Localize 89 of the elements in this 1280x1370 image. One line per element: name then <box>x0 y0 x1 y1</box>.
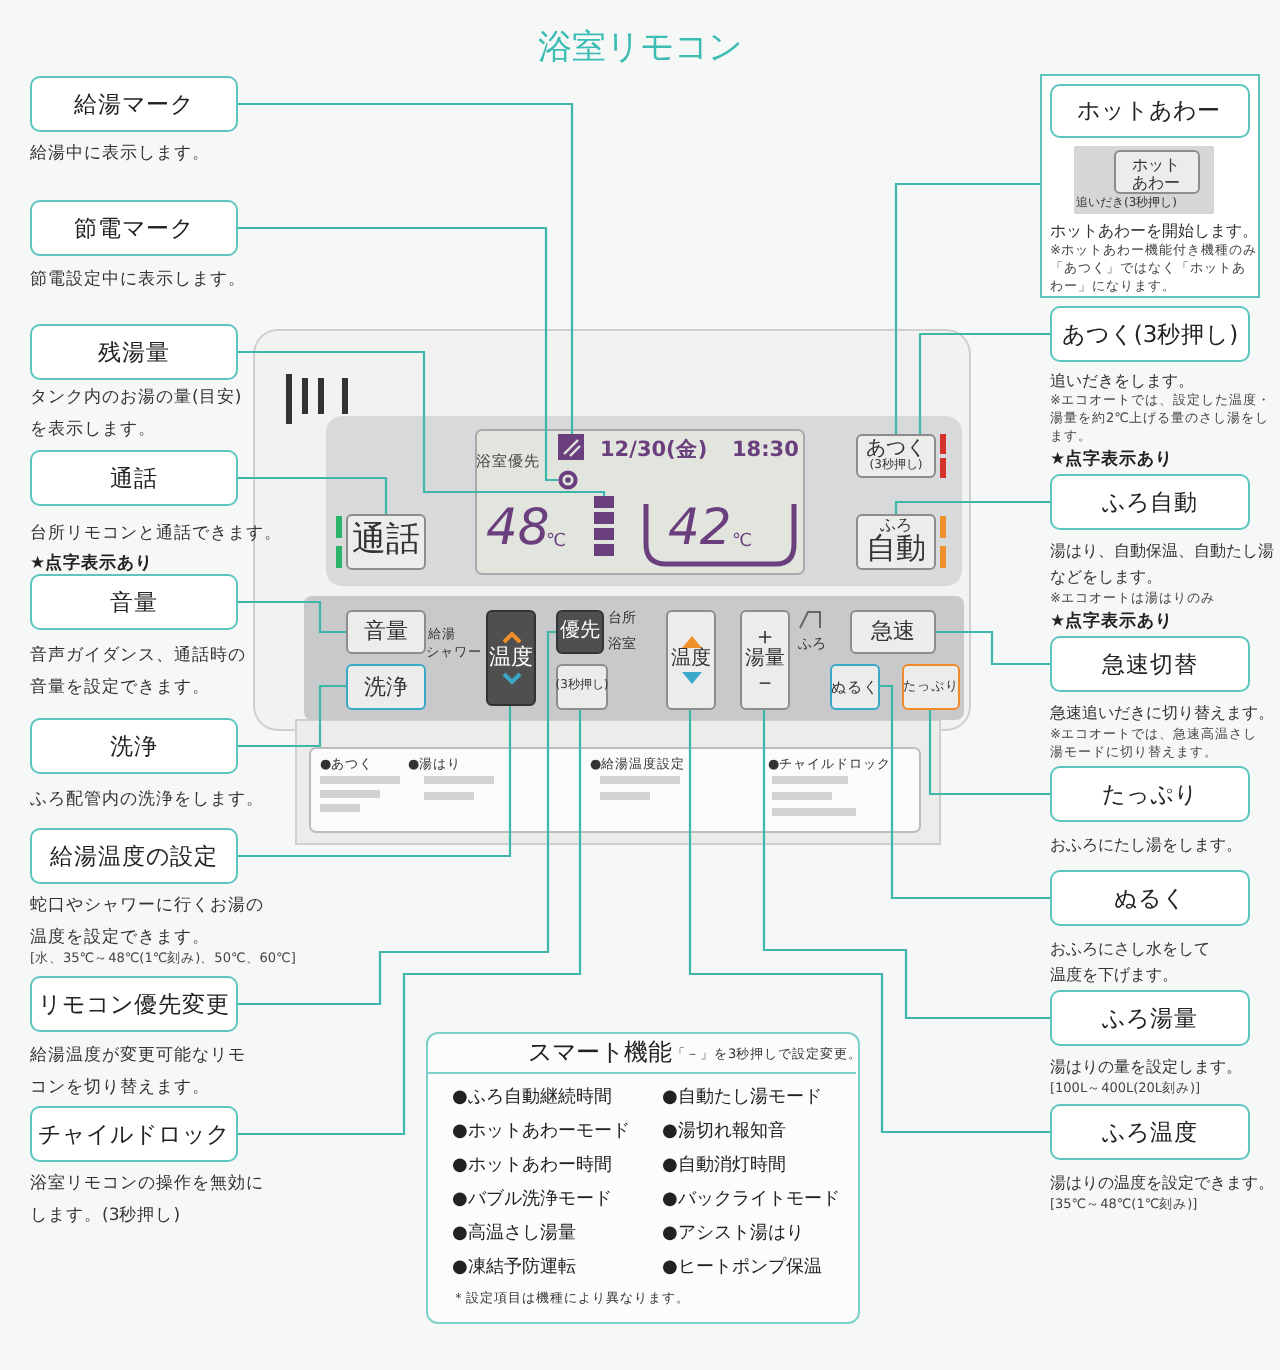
leader-line <box>894 500 1050 514</box>
leader-line <box>238 684 346 748</box>
remote-button: 温度 <box>486 610 536 706</box>
feature-item: ●アシスト湯はり <box>662 1222 804 1248</box>
description-text: 台所リモコンと通話できます。 <box>30 522 284 548</box>
lcd-date: 12/30(金) <box>600 436 708 464</box>
braille-note: ★点字表示あり <box>1050 609 1176 636</box>
feature-item: ●バブル洗浄モード <box>452 1188 612 1214</box>
leader-line <box>238 476 388 514</box>
description-text: 湯はりの量を設定します。 <box>1050 1056 1244 1080</box>
ring-icon <box>558 470 578 490</box>
callout-box: あつく(3秒押し) <box>1050 306 1250 362</box>
braille-note: ★点字表示あり <box>1050 447 1176 474</box>
callout-box: 給湯マーク <box>30 76 238 132</box>
lcd-digits: 48 <box>486 500 550 556</box>
callout-box: 節電マーク <box>30 200 238 256</box>
callout-box: ぬるく <box>1050 870 1250 926</box>
description-text: 給湯中に表示します。 <box>30 142 212 168</box>
button-photo: ホット あわー <box>1113 149 1200 194</box>
remote-button: 温度 <box>666 610 716 710</box>
lcd-unit: ℃ <box>546 532 567 554</box>
callout-box: ふろ温度 <box>1050 1104 1250 1160</box>
callout-box: ホットあわー <box>1049 83 1250 138</box>
callout-box: 音量 <box>30 574 238 630</box>
panel-heading: スマート機能 <box>528 1036 672 1070</box>
feature-item: ●自動たし湯モード <box>662 1086 822 1112</box>
remote-button: 通話 <box>346 514 426 570</box>
feature-item: ●ホットあわー時間 <box>452 1154 612 1180</box>
description-text: 湯はりの温度を設定できます。 <box>1050 1172 1276 1196</box>
description-text: タンク内のお湯の量(目安)を表示します。 <box>30 385 242 444</box>
description-text: おふろにさし水をして温度を下げます。 <box>1050 938 1212 988</box>
feature-item: ●バックライトモード <box>662 1188 840 1214</box>
lcd-time: 18:30 <box>732 436 799 464</box>
leader-line <box>894 182 1040 434</box>
leader-line <box>238 226 558 482</box>
callout-box: ふろ自動 <box>1050 474 1250 530</box>
lcd-unit: ℃ <box>732 532 753 554</box>
level-gauge <box>594 496 614 556</box>
leader-line <box>238 600 346 634</box>
description-text: 急速追いだきに切り替えます。 <box>1050 702 1276 726</box>
remote-button: 音量 <box>346 610 426 654</box>
description-text: 追いだきをします。 <box>1050 370 1196 393</box>
leader-line <box>918 332 1050 434</box>
callout-box: リモコン優先変更 <box>30 976 238 1032</box>
callout-box: 給湯温度の設定 <box>30 828 238 884</box>
callout-box: 通話 <box>30 450 238 506</box>
callout-panel <box>1040 74 1260 298</box>
description-text: 浴室リモコンの操作を無効にします。(3秒押し) <box>30 1171 264 1230</box>
leader-line <box>688 710 1050 1134</box>
callout-box: チャイルドロック <box>30 1106 238 1162</box>
leader-line <box>936 630 1050 666</box>
remote-button: ＋ 湯量 － <box>740 610 790 710</box>
leader-line <box>762 710 1050 1020</box>
feature-item: ●ヒートポンプ保温 <box>662 1256 822 1282</box>
callout-box: 残湯量 <box>30 324 238 380</box>
feature-item: ●ホットあわーモード <box>452 1120 630 1146</box>
description-text: ふろ配管内の洗浄をします。 <box>30 788 266 814</box>
bath-icon <box>558 434 584 460</box>
leader-line <box>238 350 606 497</box>
leader-line <box>880 684 1050 900</box>
diagram-title: 浴室リモコン <box>536 26 744 70</box>
remote-button: 急速 <box>850 610 936 654</box>
leader-line <box>238 102 574 434</box>
remote-button: 優先 <box>556 610 604 654</box>
description-text: 湯はり、自動保温、自動たし湯などをします。 <box>1050 540 1276 590</box>
callout-box: 洗浄 <box>30 718 238 774</box>
leader-line <box>238 710 582 1136</box>
braille-note: ★点字表示あり <box>30 551 156 578</box>
description-text: 蛇口やシャワーに行くお湯の温度を設定できます。 <box>30 894 264 951</box>
feature-item: ●凍結予防運転 <box>452 1256 576 1282</box>
callout-box: たっぷり <box>1050 766 1250 822</box>
feature-item: ●自動消灯時間 <box>662 1154 786 1180</box>
leader-line <box>238 630 556 1006</box>
feature-item: ●湯切れ報知音 <box>662 1120 786 1146</box>
description-text: おふろにたし湯をします。 <box>1050 834 1244 858</box>
leader-line <box>238 706 512 858</box>
feature-panel <box>426 1032 860 1324</box>
description-text: ホットあわーを開始します。 <box>1050 220 1258 243</box>
feature-item: ●ふろ自動継続時間 <box>452 1086 612 1112</box>
leader-line <box>928 710 1050 796</box>
callout-box: 急速切替 <box>1050 636 1250 692</box>
description-text: 給湯温度が変更可能なリモコンを切り替えます。 <box>30 1043 246 1102</box>
description-text: 音声ガイダンス、通話時の音量を設定できます。 <box>30 643 246 702</box>
description-text: 節電設定中に表示します。 <box>30 267 248 294</box>
remote-button: ふろ 自動 <box>856 514 936 570</box>
feature-item: ●高温さし湯量 <box>452 1222 576 1248</box>
lcd-digits: 42 <box>668 500 732 556</box>
callout-box: ふろ湯量 <box>1050 990 1250 1046</box>
remote-button: 洗浄 <box>346 664 426 710</box>
